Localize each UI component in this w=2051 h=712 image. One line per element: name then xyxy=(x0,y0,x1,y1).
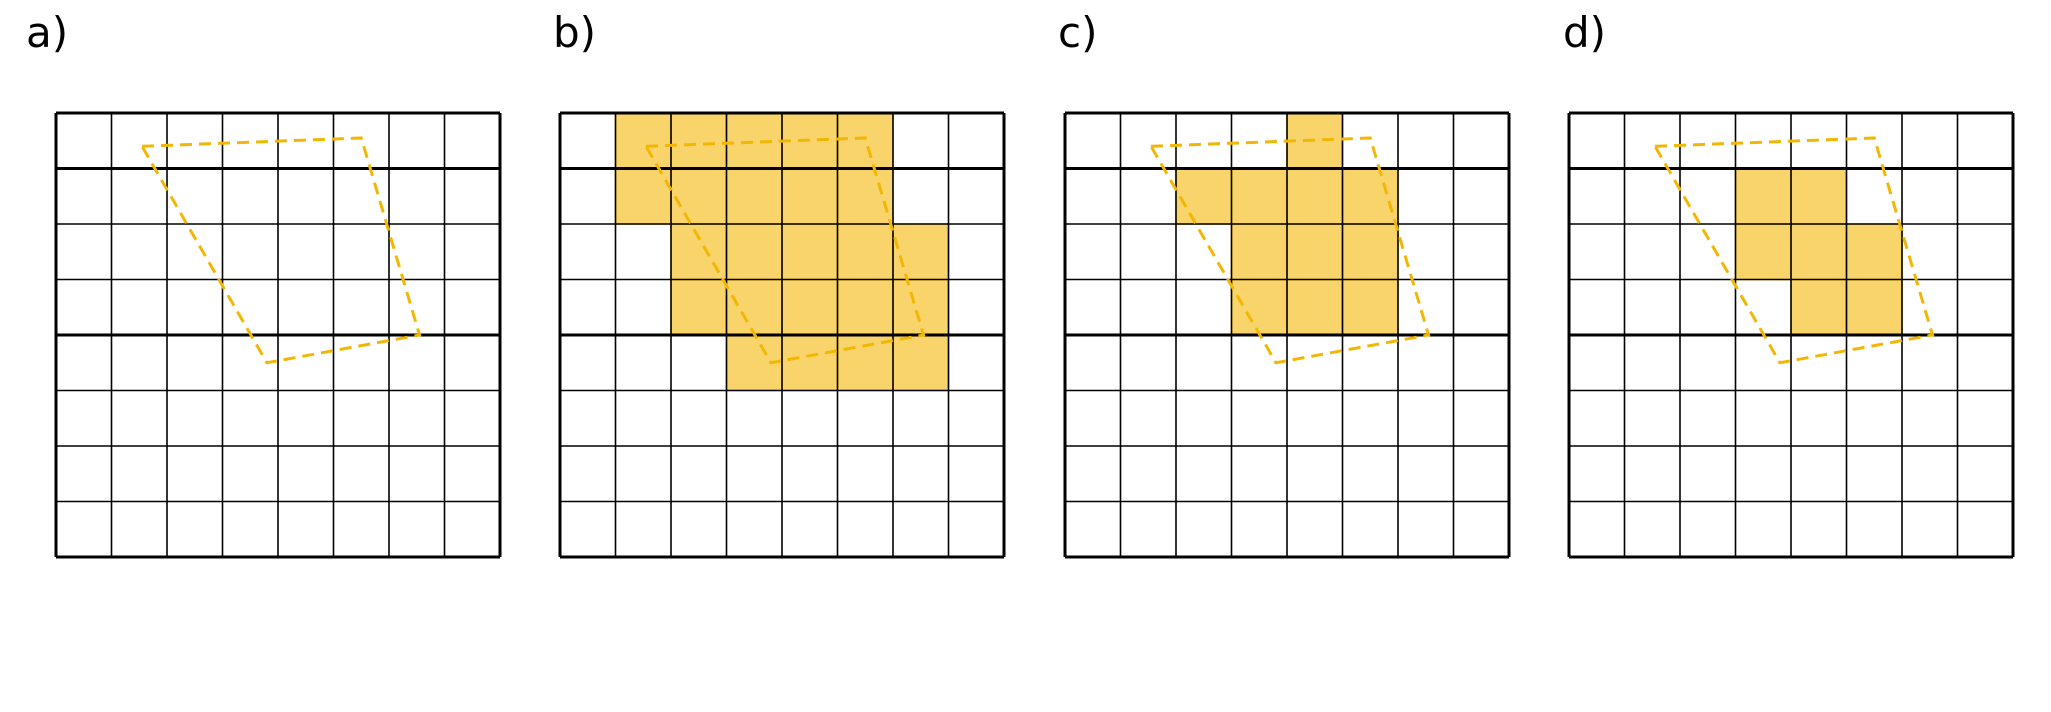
filled-cell xyxy=(781,334,839,392)
filled-cell xyxy=(1286,167,1344,225)
filled-cell xyxy=(1175,167,1233,225)
filled-cell xyxy=(1845,278,1903,336)
grid-panel-b xyxy=(558,111,1006,559)
filled-cell xyxy=(725,167,783,225)
filled-cell xyxy=(836,112,894,170)
filled-cell xyxy=(1341,223,1399,281)
filled-cell xyxy=(670,278,728,336)
dashed-shape-outline xyxy=(1652,136,1935,365)
filled-cell xyxy=(781,223,839,281)
filled-cell xyxy=(670,112,728,170)
filled-cell xyxy=(892,334,950,392)
filled-cell xyxy=(1790,167,1848,225)
filled-cell xyxy=(670,167,728,225)
filled-cell xyxy=(1230,167,1288,225)
filled-cell xyxy=(1341,167,1399,225)
grid-panel-d xyxy=(1567,111,2015,559)
filled-cell xyxy=(614,167,672,225)
dashed-shape-outline xyxy=(1148,136,1431,365)
filled-cell xyxy=(892,278,950,336)
filled-cell xyxy=(836,167,894,225)
dashed-shape-outline xyxy=(139,136,422,365)
filled-cell xyxy=(836,278,894,336)
filled-cell xyxy=(725,278,783,336)
filled-cell xyxy=(1230,223,1288,281)
filled-cell xyxy=(1286,278,1344,336)
filled-cell xyxy=(1230,278,1288,336)
filled-cell xyxy=(725,223,783,281)
filled-cell xyxy=(1286,223,1344,281)
filled-cell xyxy=(1790,278,1848,336)
filled-cell xyxy=(1341,278,1399,336)
filled-cell xyxy=(614,112,672,170)
panel-label-b: b) xyxy=(553,8,597,57)
panel-label-c: c) xyxy=(1058,8,1098,57)
panel-label-a: a) xyxy=(26,8,69,57)
filled-cell xyxy=(1734,167,1792,225)
filled-cell xyxy=(892,223,950,281)
filled-cell xyxy=(781,278,839,336)
dashed-shape-outline xyxy=(643,136,926,365)
grid-panel-a xyxy=(54,111,502,559)
filled-cell xyxy=(1790,223,1848,281)
filled-cell xyxy=(1845,223,1903,281)
filled-cell xyxy=(781,167,839,225)
filled-cell xyxy=(1734,223,1792,281)
filled-cell xyxy=(725,112,783,170)
panel-label-d: d) xyxy=(1563,8,1607,57)
filled-cell xyxy=(836,223,894,281)
grid-panel-c xyxy=(1063,111,1511,559)
